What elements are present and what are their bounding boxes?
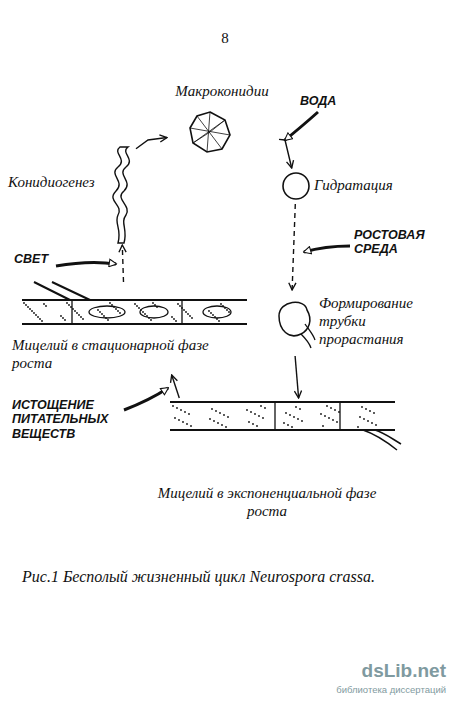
stage-node: Макроконидии [167, 80, 279, 155]
cycle-arrow [279, 139, 292, 168]
cycle-arrow [292, 204, 295, 290]
stage-illustration [8, 145, 136, 245]
stage-label: Конидиогенез [8, 173, 100, 191]
stage-label: Формирование трубки прорастания [319, 294, 439, 348]
watermark: dsLib.net [340, 660, 446, 682]
cycle-arrow [172, 375, 180, 398]
stage-label: Мицелий в экспоненциальной фазе роста [147, 484, 387, 520]
factor-label: РОСТОВАЯ СРЕДА [354, 228, 440, 257]
watermark: библиотека диссертаций [320, 684, 446, 695]
cycle-arrow [295, 356, 299, 398]
depletion-arrow [124, 388, 168, 410]
water-arrow [285, 112, 318, 140]
stage-node: Мицелий в стационарной фазе роста [12, 282, 262, 375]
cycle-arrow [136, 138, 167, 149]
factor-label: СВЕТ [14, 252, 64, 266]
stage-node: Конидиогенез [8, 145, 136, 245]
stage-label: Макроконидии [167, 82, 277, 100]
stage-node: Формирование трубки прорастания [275, 290, 441, 356]
medium-arrow [304, 246, 350, 252]
factor-label: ИСТОЩЕНИЕ ПИТАТЕЛЬНЫХ ВЕЩЕСТВ [12, 398, 120, 441]
light-arrow [56, 262, 116, 266]
stage-node: Мицелий в экспоненциальной фазе роста [125, 398, 410, 523]
stage-label: Мицелий в стационарной фазе роста [12, 336, 227, 372]
figure-caption: Рис.1 Бесполый жизненный цикл Neurospora… [22, 568, 432, 586]
cycle-arrow [122, 245, 123, 282]
page-number: 8 [215, 30, 235, 47]
stage-node: Гидратация [282, 168, 404, 204]
factor-label: ВОДА [300, 94, 360, 108]
stage-label: Гидратация [314, 176, 402, 194]
